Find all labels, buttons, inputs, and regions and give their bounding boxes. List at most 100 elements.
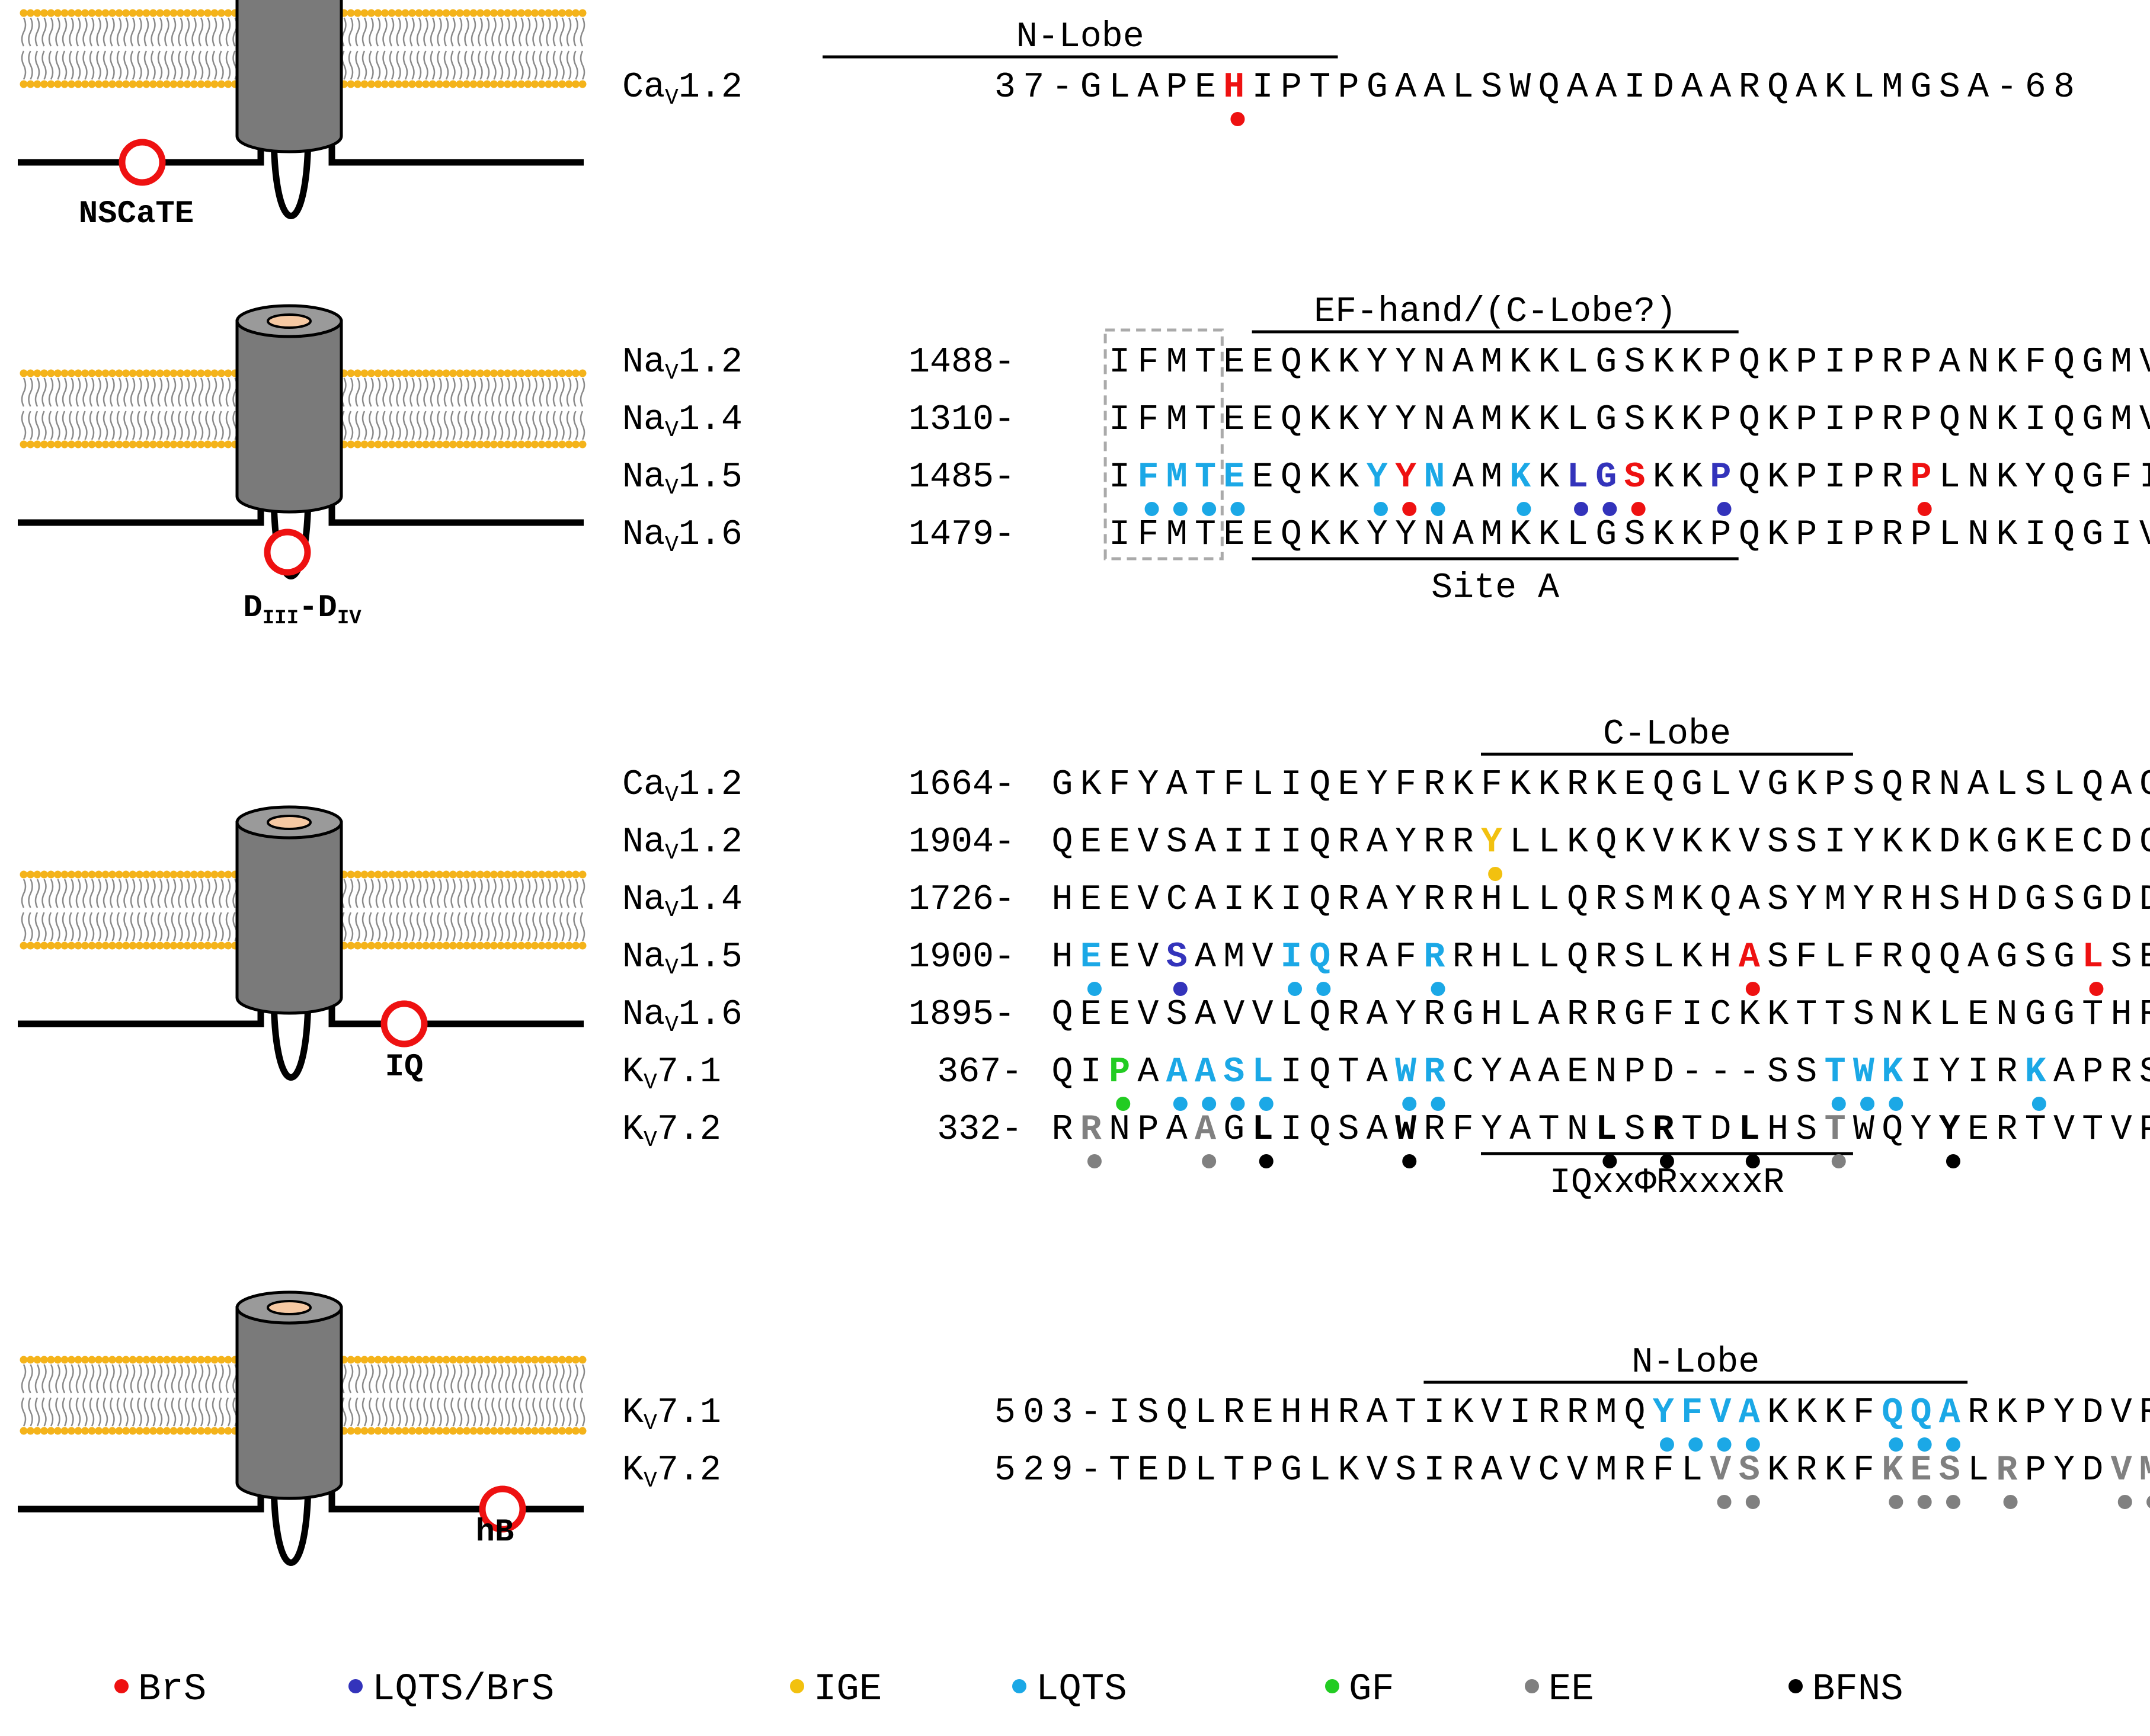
intracellular-line xyxy=(328,987,584,1027)
lipid-head xyxy=(469,9,478,17)
lipid-head xyxy=(367,1356,375,1364)
residue: Q xyxy=(1281,342,1302,383)
lipid-head xyxy=(367,941,375,950)
lipid-head xyxy=(177,440,184,449)
lipid-head xyxy=(197,1427,205,1435)
lipid-head xyxy=(95,870,103,879)
residue: R xyxy=(1996,1052,2017,1093)
residue: Q xyxy=(1567,937,1588,978)
lipid-head xyxy=(456,1427,464,1435)
residue: E xyxy=(1624,765,1646,805)
mutated-residue: Y xyxy=(1395,457,1416,498)
lipid-head xyxy=(463,440,471,449)
residue: I xyxy=(2025,400,2046,440)
mutated-residue: S xyxy=(1624,457,1646,498)
mutated-residue: R xyxy=(1996,1450,2017,1491)
lipid-head xyxy=(115,941,123,950)
lipid-head xyxy=(183,1356,191,1364)
lipid-head xyxy=(476,1427,484,1435)
channel-name-subscript: V xyxy=(644,1468,657,1494)
residue: I xyxy=(1281,765,1302,805)
lipid-head xyxy=(115,369,123,377)
lipid-head xyxy=(374,1427,382,1435)
lipid-head xyxy=(149,941,157,950)
residue: N xyxy=(1423,400,1445,440)
residue: Q xyxy=(1309,822,1330,863)
residue: R xyxy=(1338,937,1359,978)
residue: R xyxy=(1882,880,1903,920)
residue: V xyxy=(1739,822,1760,863)
lipid-head xyxy=(510,941,519,950)
residue: I xyxy=(1825,400,1846,440)
residue: S xyxy=(1796,1110,1817,1150)
residue: V xyxy=(1252,995,1274,1035)
lipid-head xyxy=(476,1356,484,1364)
mutation-dot xyxy=(1516,502,1531,516)
residue: A xyxy=(2111,765,2132,805)
residue: - xyxy=(1080,1393,1102,1433)
lipid-head xyxy=(224,941,232,950)
residue: D xyxy=(1653,1052,1674,1093)
residue: Q xyxy=(2082,765,2103,805)
lipid-head xyxy=(20,941,28,950)
residue: Y xyxy=(1853,880,1874,920)
mutation-dot xyxy=(1659,1437,1674,1452)
residue: I xyxy=(1281,822,1302,863)
lipid-head xyxy=(449,870,457,879)
residue: K xyxy=(1996,1393,2017,1433)
residue-number: 1900- xyxy=(908,937,1015,978)
residue: N xyxy=(1567,1110,1588,1150)
channel-pore xyxy=(267,815,312,830)
residue: M xyxy=(1166,400,1188,440)
residue: S xyxy=(1624,342,1646,383)
lipid-head xyxy=(360,369,369,377)
residue: S xyxy=(1767,1052,1789,1093)
residue: Q xyxy=(1710,880,1731,920)
residue: E xyxy=(1252,342,1274,383)
lipid-head xyxy=(54,369,62,377)
lipid-head xyxy=(27,80,34,88)
lipid-head xyxy=(142,1356,151,1364)
lipid-head xyxy=(428,80,437,88)
residue: K xyxy=(1538,400,1560,440)
lipid-head xyxy=(183,440,191,449)
residue: P xyxy=(1281,68,1302,108)
lipid-head xyxy=(136,870,143,879)
residue: K xyxy=(1681,880,1703,920)
residue: A xyxy=(1739,880,1760,920)
residue: R xyxy=(1882,515,1903,555)
lipid-head xyxy=(27,9,34,17)
residue: I xyxy=(1825,822,1846,863)
residue: P xyxy=(2025,1450,2046,1491)
residue: M xyxy=(1223,937,1244,978)
residue: S xyxy=(2025,765,2046,805)
lipid-head xyxy=(531,9,539,17)
channel-name-prefix: K xyxy=(622,1393,644,1433)
residue: F xyxy=(1137,342,1159,383)
lipid-head xyxy=(442,1356,450,1364)
channel-body xyxy=(235,0,343,153)
residue: - xyxy=(1681,1052,1703,1093)
lipid-head xyxy=(578,369,587,377)
lipid-head xyxy=(545,80,552,88)
residue: H xyxy=(1481,937,1502,978)
residue: G xyxy=(2053,937,2075,978)
mutated-residue: F xyxy=(1681,1393,1703,1433)
lipid-head xyxy=(463,1356,471,1364)
residue: V xyxy=(1137,880,1159,920)
residue: F xyxy=(1395,937,1416,978)
lipid-head xyxy=(347,9,355,17)
lipid-head xyxy=(545,9,552,17)
lipid-head xyxy=(490,941,498,950)
residue-number: 1310- xyxy=(908,400,1015,440)
lipid-head xyxy=(442,80,450,88)
lipid-head xyxy=(388,369,396,377)
residue: V xyxy=(1481,1393,1502,1433)
channel-name-suffix: 1.6 xyxy=(679,995,743,1035)
residue: Q xyxy=(2053,515,2075,555)
residue: M xyxy=(1166,342,1188,383)
mutation-dot xyxy=(2003,1495,2018,1509)
residue: S xyxy=(1137,1393,1159,1433)
site-label: NSCaTE xyxy=(79,196,194,232)
residue: S xyxy=(1481,68,1502,108)
